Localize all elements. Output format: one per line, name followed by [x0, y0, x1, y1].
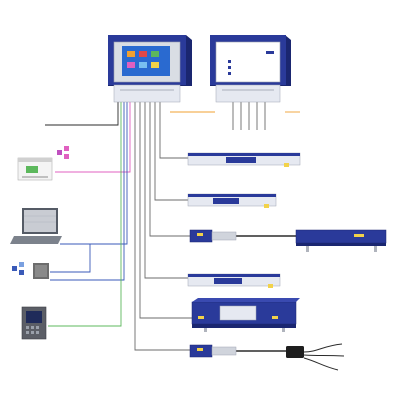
cable-to-hmi: [48, 102, 122, 327]
touchscreen-controller: [108, 35, 192, 103]
cable-to-laptop-2: [50, 244, 91, 273]
plc-module: [17, 157, 53, 181]
cable-to-network-box: [50, 102, 125, 281]
display-controller: [210, 35, 291, 103]
cable-to-laptop: [60, 102, 128, 245]
sensor-with-blower: [189, 229, 387, 252]
blower-unit: [191, 298, 300, 332]
brand-logo: [266, 51, 274, 54]
probe-leads: [303, 343, 345, 371]
cable-to-bar-3: [144, 102, 190, 279]
cable-bus-top: [45, 102, 119, 126]
cable-to-sensor-blower: [149, 102, 190, 237]
network-nodes-blue: [12, 262, 24, 275]
cable-to-blower: [139, 102, 192, 319]
laptop: [10, 208, 62, 244]
sensor-with-probe: [189, 344, 304, 358]
hmi-panel: [21, 306, 47, 340]
network-nodes-pink: [57, 146, 69, 159]
ionizing-bar-2: [187, 193, 277, 208]
cable-to-plc: [55, 102, 131, 173]
touchscreen-display: [122, 46, 170, 76]
network-interface: [33, 263, 49, 279]
ionizing-bar-3: [187, 273, 281, 288]
ionizing-bar-1: [187, 152, 301, 167]
cable-to-bar-2: [154, 102, 190, 201]
cable-to-sensor-probe: [134, 102, 190, 351]
cables: [45, 102, 345, 371]
power-supply: [286, 346, 304, 358]
cable-to-bar-1: [159, 102, 190, 159]
display-output-leads: [232, 102, 266, 130]
